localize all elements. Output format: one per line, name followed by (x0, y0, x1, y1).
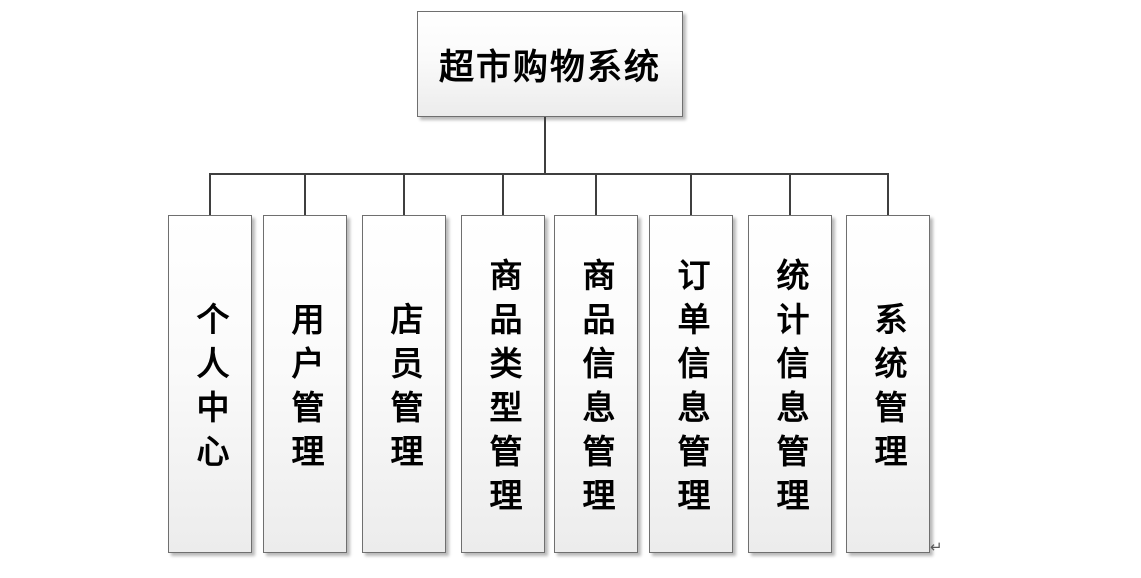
child-node-personal-center: 个人中心 (168, 215, 252, 553)
connector-root-stem (544, 117, 546, 175)
connector-drop-6 (690, 173, 692, 215)
child-node-user-management: 用户管理 (263, 215, 347, 553)
child-node-product-type-management: 商品类型管理 (461, 215, 545, 553)
child-node-label: 订单信息管理 (673, 257, 710, 522)
connector-drop-4 (502, 173, 504, 215)
connector-drop-7 (789, 173, 791, 215)
connector-drop-5 (595, 173, 597, 215)
child-node-system-management: 系统管理 (846, 215, 930, 553)
child-node-statistics-info-management: 统计信息管理 (748, 215, 832, 553)
child-node-label: 商品信息管理 (578, 257, 615, 522)
child-node-order-info-management: 订单信息管理 (649, 215, 733, 553)
root-node-box: 超市购物系统 (417, 11, 683, 117)
child-node-clerk-management: 店员管理 (362, 215, 446, 553)
connector-drop-3 (403, 173, 405, 215)
paragraph-return-mark: ↵ (930, 539, 943, 556)
child-node-label: 个人中心 (192, 301, 229, 478)
connector-drop-1 (209, 173, 211, 215)
child-node-label: 用户管理 (287, 301, 324, 478)
child-node-label: 统计信息管理 (772, 257, 809, 522)
child-node-label: 系统管理 (870, 301, 907, 478)
child-node-label: 店员管理 (386, 301, 423, 478)
connector-horizontal-bus (209, 173, 889, 175)
connector-drop-8 (887, 173, 889, 215)
child-node-product-info-management: 商品信息管理 (554, 215, 638, 553)
connector-drop-2 (304, 173, 306, 215)
child-node-label: 商品类型管理 (485, 257, 522, 522)
root-node-label: 超市购物系统 (438, 47, 661, 87)
